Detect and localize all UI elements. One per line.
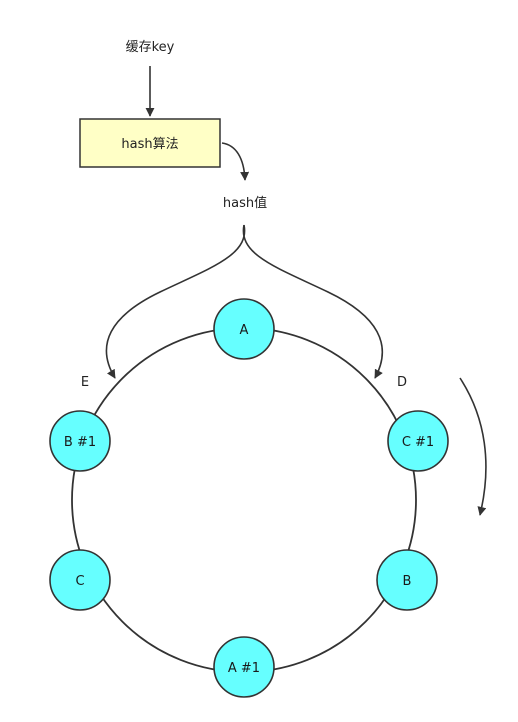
node-b: B (376, 549, 438, 611)
svg-text:B #1: B #1 (64, 435, 96, 450)
node-a: A (213, 298, 275, 360)
hash-algorithm-box (79, 118, 221, 168)
node-c: C (49, 549, 111, 611)
cache-key-label: 缓存key (126, 40, 175, 55)
svg-text:C: C (75, 574, 84, 589)
node-c1: C #1 (387, 410, 449, 472)
svg-text:A #1: A #1 (228, 661, 260, 676)
hash-ring (71, 327, 417, 673)
hash-value-label: hash值 (223, 195, 267, 211)
svg-text:B: B (403, 574, 412, 589)
arrow-hash-to-e (105, 224, 246, 379)
hash-algorithm-label: hash算法 (121, 137, 178, 152)
marker-d-label: D (397, 375, 407, 390)
marker-e-label: E (81, 375, 89, 390)
arrow-hash-to-value (221, 142, 250, 181)
node-a1: A #1 (213, 636, 275, 698)
arrow-hash-to-d (242, 224, 384, 379)
svg-text:A: A (240, 323, 249, 338)
clockwise-direction-arrow (459, 377, 487, 516)
svg-text:C #1: C #1 (402, 435, 434, 450)
node-b1: B #1 (49, 410, 111, 472)
